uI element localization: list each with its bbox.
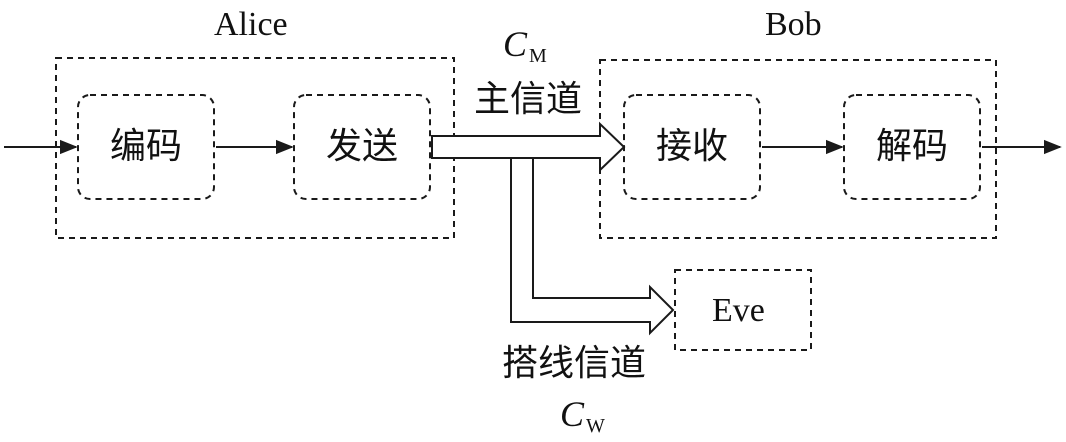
wiretap-channel-label: 搭线信道 — [502, 343, 647, 384]
encode-box — [77, 94, 215, 200]
decode-box — [843, 94, 981, 200]
decode-label: 解码 — [876, 126, 949, 167]
main-channel-label: 主信道 — [474, 79, 583, 120]
main-channel-arrow — [431, 121, 626, 173]
encode-label: 编码 — [110, 126, 183, 167]
wiretap-capacity-symbol: C — [560, 394, 585, 434]
eve-box — [674, 269, 812, 351]
wiretap-channel-arrow — [510, 157, 675, 336]
eve-label: Eve — [712, 292, 765, 329]
send-label: 发送 — [326, 126, 399, 167]
wiretap-capacity-subscript: W — [586, 415, 605, 437]
main-capacity-symbol: C — [503, 24, 528, 64]
alice-title: Alice — [214, 6, 288, 43]
bob-title: Bob — [765, 6, 822, 43]
receive-label: 接收 — [656, 126, 729, 167]
main-capacity-subscript: M — [529, 45, 547, 67]
send-box — [293, 94, 431, 200]
